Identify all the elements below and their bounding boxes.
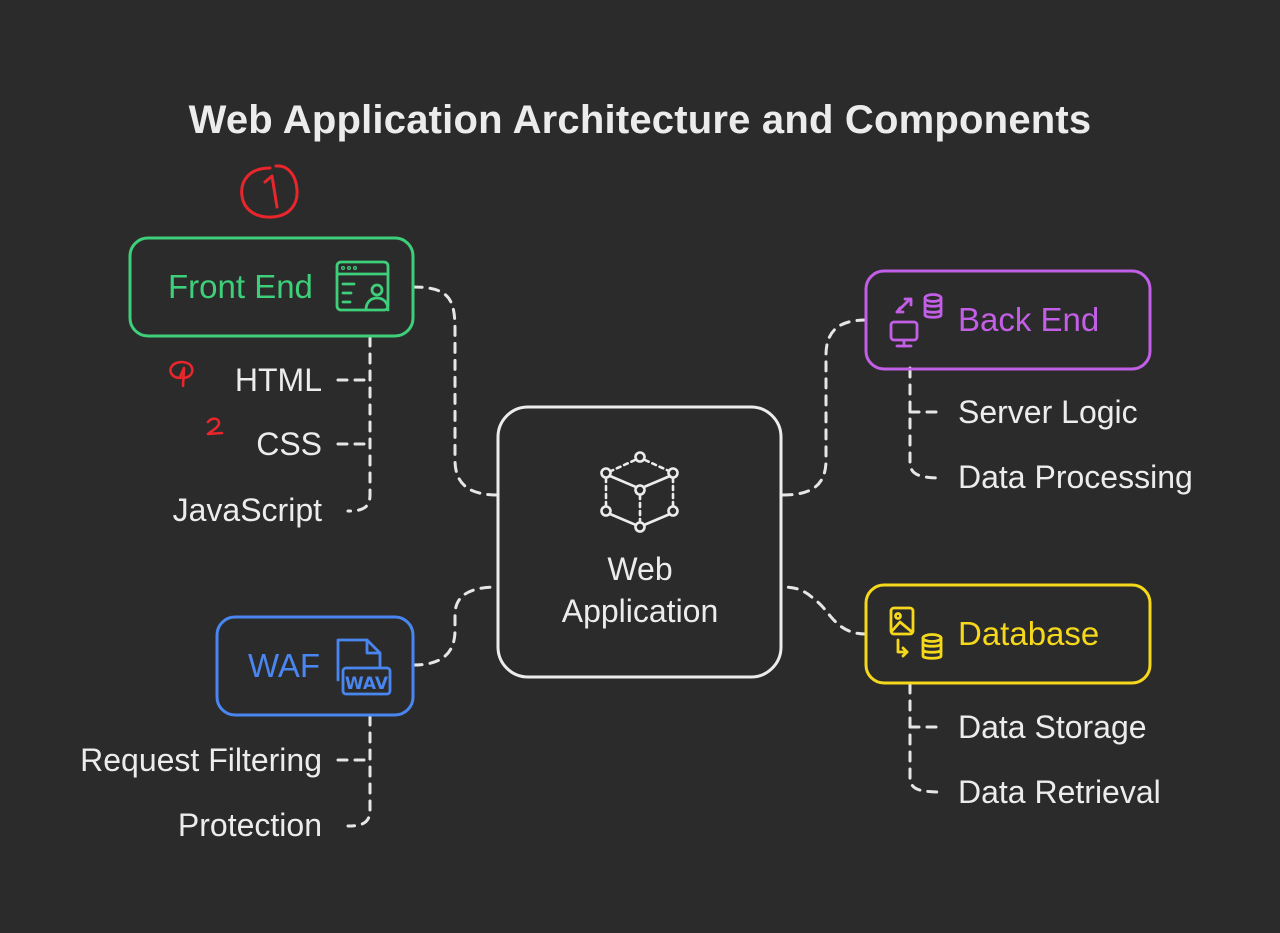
waf-item-request-filtering: Request Filtering [80, 742, 322, 778]
waf-label: WAF [248, 647, 321, 684]
database-item-data-storage: Data Storage [958, 709, 1147, 745]
diagram-title: Web Application Architecture and Compone… [188, 98, 1092, 142]
back-end-node[interactable] [864, 269, 1152, 371]
browser-user-icon [335, 260, 390, 312]
connector-front-end [411, 285, 500, 497]
server-database-sync-icon [889, 293, 943, 348]
annotation-circled-one [240, 164, 299, 219]
web-application-node[interactable] [496, 405, 783, 679]
waf-item-protection: Protection [177, 807, 322, 843]
waf-icon-text: WAV [345, 674, 389, 694]
tree-front-end [346, 335, 372, 513]
front-end-node[interactable] [128, 236, 415, 338]
back-end-item-data-processing: Data Processing [958, 459, 1193, 495]
database-item-data-retrieval: Data Retrieval [958, 774, 1161, 810]
annotation-mark-css [206, 417, 224, 436]
back-end-item-server-logic: Server Logic [958, 394, 1138, 430]
annotation-mark-html [169, 360, 194, 388]
front-end-item-html: HTML [234, 362, 322, 398]
tree-waf [346, 714, 372, 828]
front-end-item-css: CSS [256, 426, 322, 462]
web-application-label-line2: Application [561, 593, 719, 629]
connector-back-end [781, 318, 868, 497]
connector-waf [411, 585, 500, 667]
connectors [336, 285, 944, 828]
tree-back-end [908, 366, 944, 480]
audio-file-icon [336, 638, 392, 696]
web-application-label-line1: Web [607, 551, 673, 587]
front-end-label: Front End [168, 268, 313, 305]
front-end-item-javascript: JavaScript [172, 492, 322, 528]
connector-database [781, 585, 868, 636]
web-application-label: Web Application [500, 548, 780, 632]
database-label: Database [958, 615, 1100, 652]
image-database-icon [889, 606, 943, 660]
back-end-label: Back End [958, 301, 1100, 338]
tree-database [908, 682, 944, 794]
waf-node[interactable] [215, 615, 415, 717]
network-graph-icon [600, 451, 679, 533]
database-node[interactable] [864, 583, 1152, 685]
